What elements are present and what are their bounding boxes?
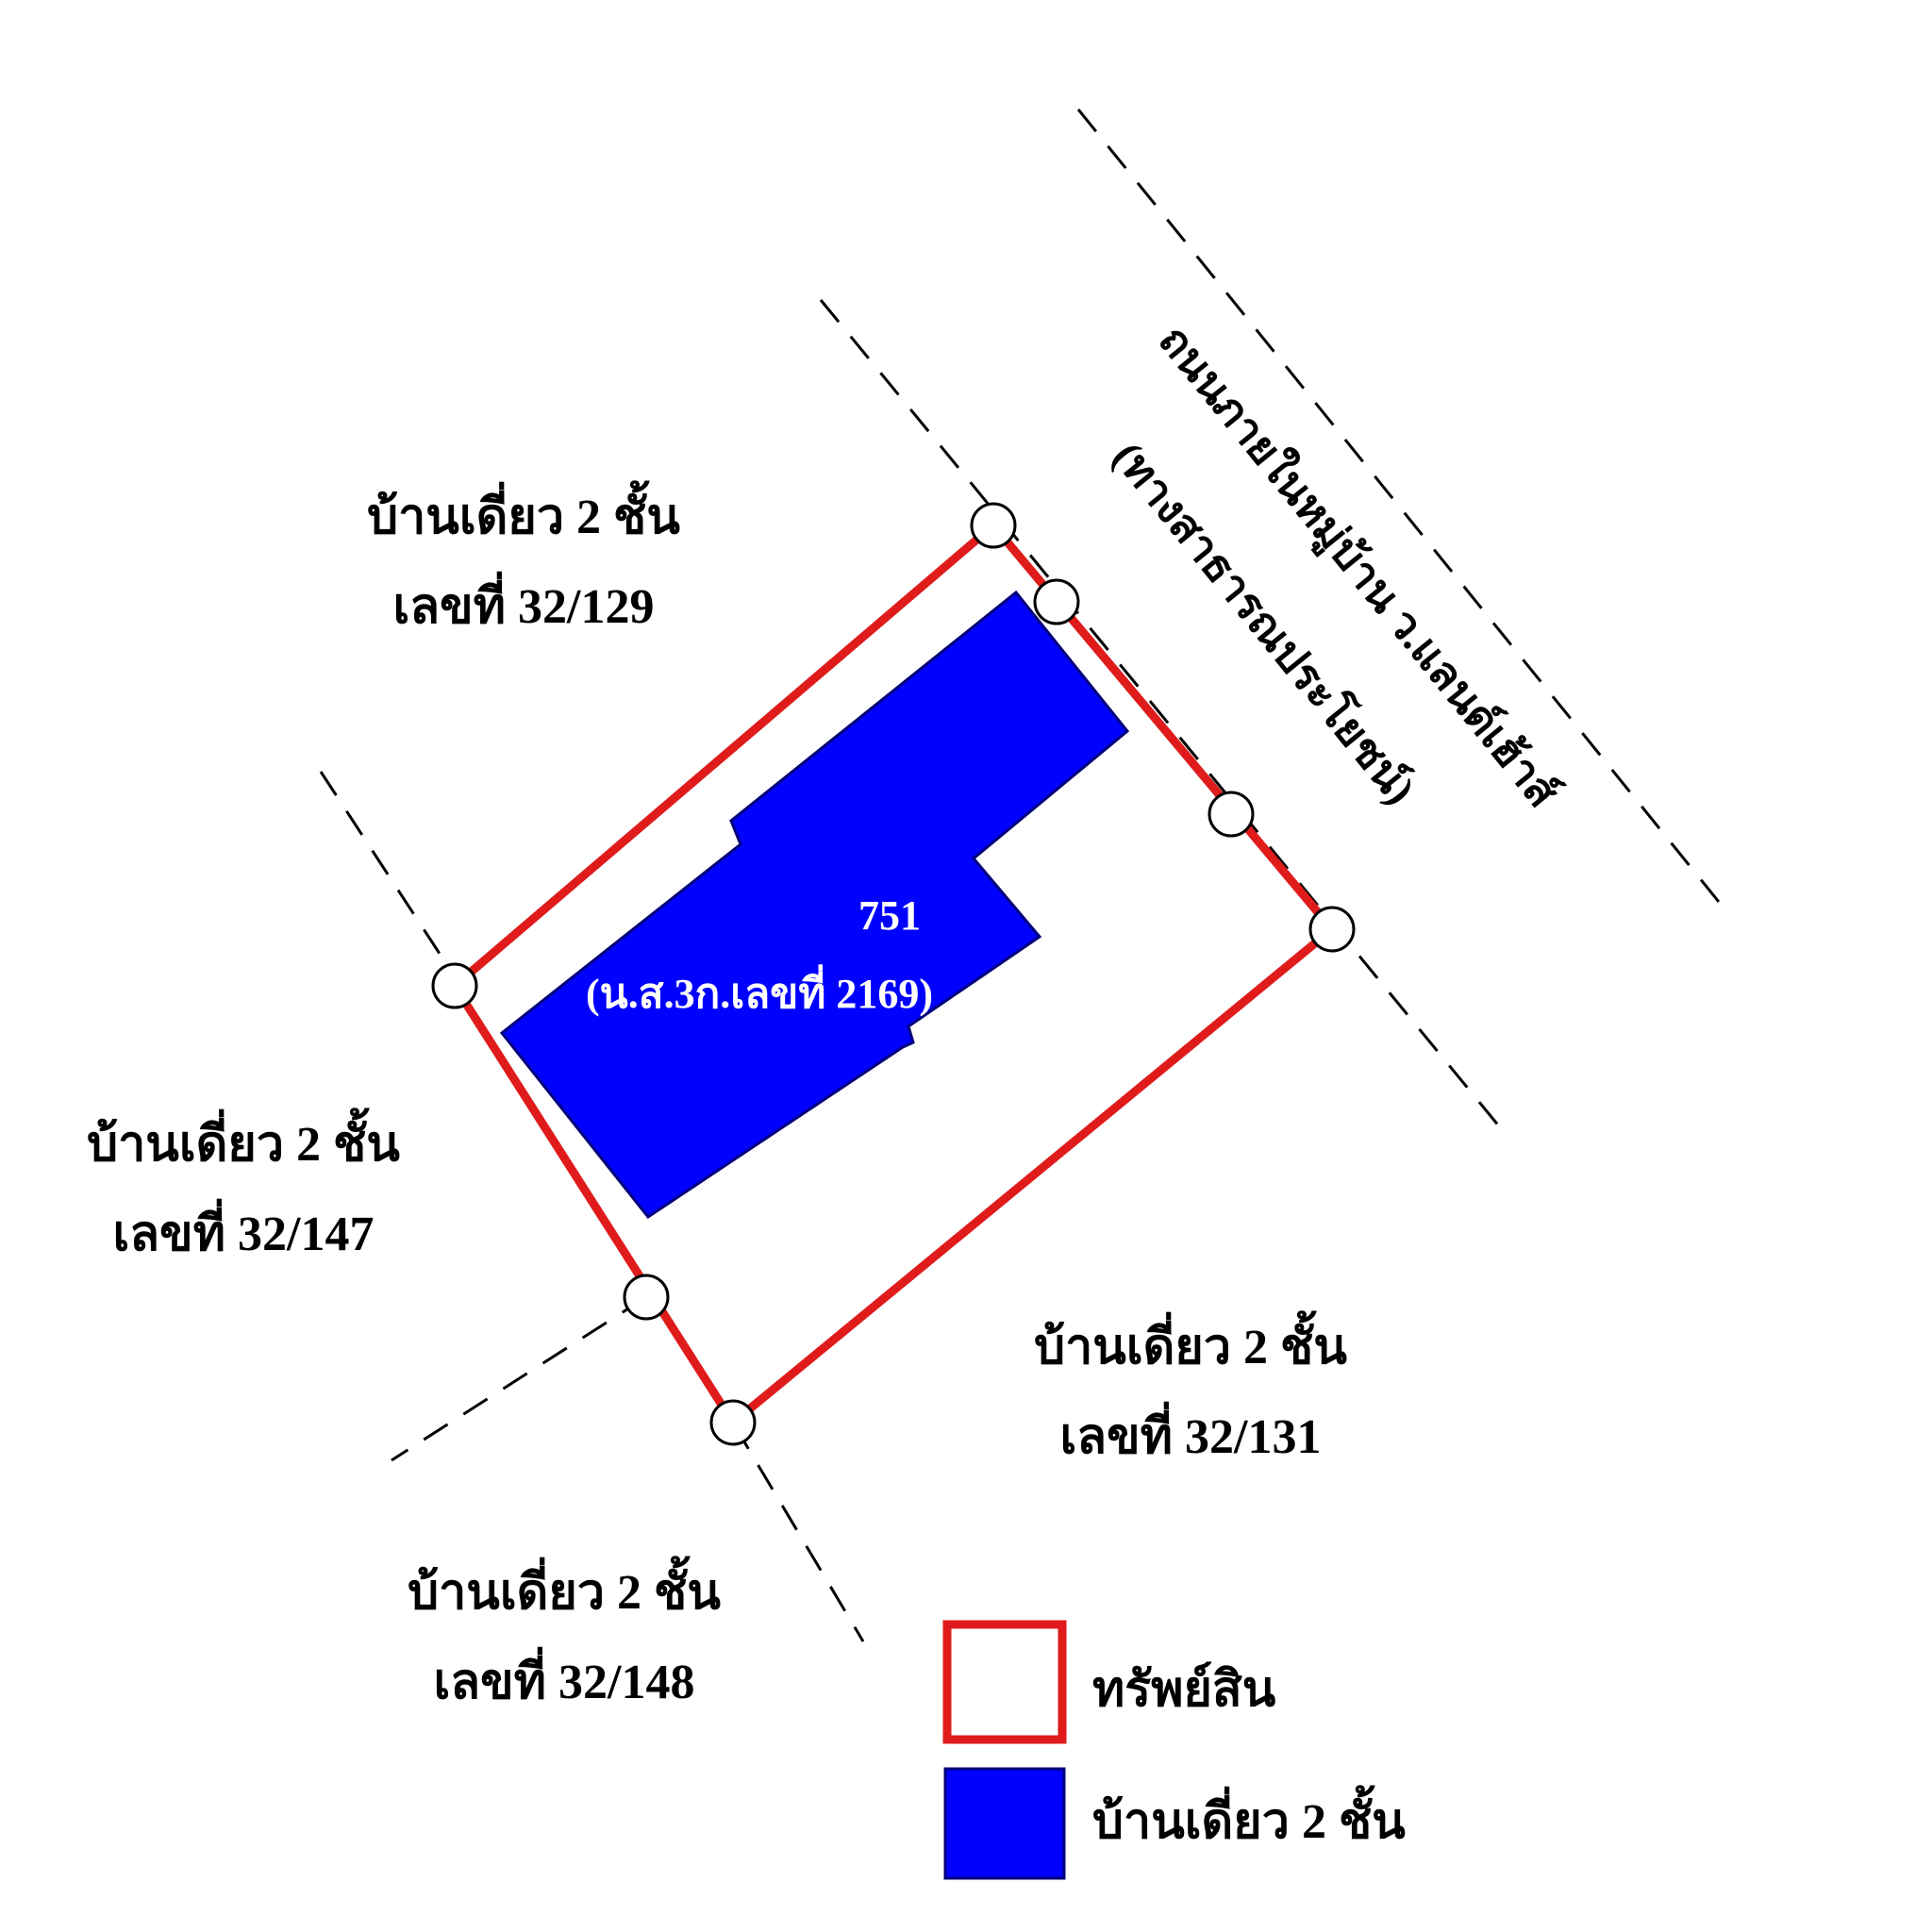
boundary-marker [1033,578,1080,625]
bottom-left-lot-line [391,1295,647,1462]
neighbor-bottom-right: บ้านเดี่ยว 2 ชั้น เลขที่ 32/131 [1034,1310,1347,1464]
neighbor-number-label: เลขที่ 32/147 [113,1199,375,1261]
neighbor-left: บ้านเดี่ยว 2 ชั้น เลขที่ 32/147 [87,1108,400,1261]
house-footprint [499,590,1130,1220]
neighbor-type-label: บ้านเดี่ยว 2 ชั้น [367,480,680,544]
neighbor-top-left: บ้านเดี่ยว 2 ชั้น เลขที่ 32/129 [367,480,680,634]
neighbor-type-label: บ้านเดี่ยว 2 ชั้น [1034,1310,1347,1374]
deed-number-label: (น.ส.3ก.เลขที่ 2169) [586,964,933,1017]
legend: ทรัพย์สิน บ้านเดี่ยว 2 ชั้น [942,1620,1406,1880]
neighbor-number-label: เลขที่ 32/131 [1060,1402,1322,1464]
road-frontage-line [819,299,1502,1128]
legend-house-label: บ้านเดี่ยว 2 ชั้น [1092,1785,1406,1849]
neighbor-number-label: เลขที่ 32/148 [434,1647,695,1709]
left-lot-line [319,771,459,982]
boundary-marker [431,962,478,1009]
legend-parcel-swatch [942,1620,1067,1744]
boundary-marker [1208,791,1255,838]
neighbor-number-label: เลขที่ 32/129 [393,572,655,634]
road-edge-line [1076,108,1721,903]
boundary-marker [623,1274,670,1321]
house-number-label: 751 [858,892,921,939]
boundary-marker [1308,906,1356,953]
legend-house-swatch [943,1767,1066,1880]
boundary-marker [970,502,1017,549]
boundary-markers [431,502,1356,1446]
neighbor-bottom: บ้านเดี่ยว 2 ชั้น เลขที่ 32/148 [408,1556,721,1709]
neighbor-type-label: บ้านเดี่ยว 2 ชั้น [408,1556,721,1620]
boundary-marker [709,1399,757,1446]
dashed-lines [319,108,1721,1642]
bottom-lot-line [732,1424,865,1642]
neighbor-type-label: บ้านเดี่ยว 2 ชั้น [87,1108,400,1172]
legend-parcel-label: ทรัพย์สิน [1092,1661,1276,1717]
